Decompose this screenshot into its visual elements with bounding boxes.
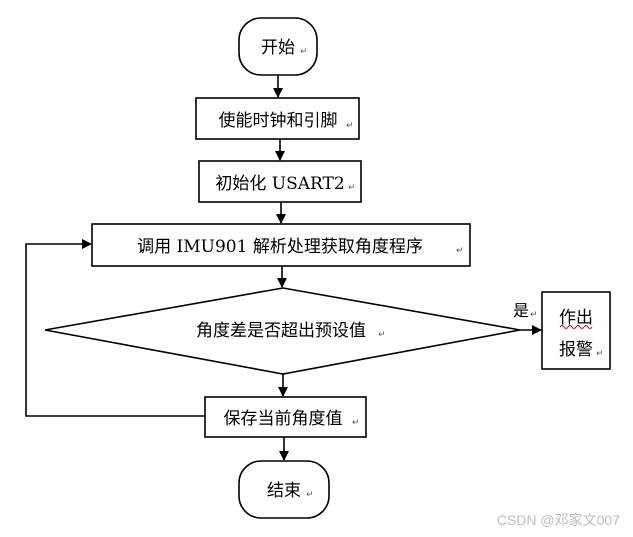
paragraph-mark: ↵ (456, 246, 464, 256)
save-angle-label: 保存当前角度值 (224, 409, 343, 429)
paragraph-mark: ↵ (306, 490, 314, 500)
paragraph-mark: ↵ (348, 183, 356, 193)
spellcheck-underline (559, 325, 593, 329)
save-angle-node: 保存当前角度值 ↵ (204, 396, 367, 438)
paragraph-mark: ↵ (378, 330, 386, 340)
enable-clock-node: 使能时钟和引脚 ↵ (195, 97, 360, 140)
paragraph-mark: ↵ (530, 310, 538, 320)
paragraph-mark: ↵ (352, 418, 360, 428)
alarm-label-line1: 作出 (559, 308, 593, 328)
start-label: 开始 (261, 38, 295, 58)
end-label: 结束 (267, 481, 301, 501)
yes-label: 是 (513, 301, 529, 320)
edge-save-loop-back (25, 239, 205, 417)
start-node: 开始 ↵ (238, 17, 318, 76)
watermark: CSDN @邓家文007 (497, 512, 620, 528)
paragraph-mark: ↵ (346, 121, 354, 131)
alarm-label-line2: 报警 (559, 340, 593, 360)
call-imu-node: 调用 IMU901 解析处理获取角度程序 ↵ (91, 223, 471, 267)
alarm-node: 作出 报警 ↵ (541, 291, 611, 370)
enable-clock-label: 使能时钟和引脚 (219, 110, 338, 131)
init-usart-node: 初始化 USART2 ↵ (198, 160, 362, 203)
check-angle-node: 角度差是否超出预设值 ↵ (44, 287, 521, 375)
paragraph-mark: ↵ (300, 47, 308, 57)
paragraph-mark: ↵ (596, 349, 604, 359)
init-usart-label: 初始化 USART2 (215, 174, 344, 194)
end-node: 结束 ↵ (238, 460, 330, 519)
call-imu-label: 调用 IMU901 解析处理获取角度程序 (137, 237, 423, 257)
check-angle-label: 角度差是否超出预设值 (196, 321, 366, 341)
